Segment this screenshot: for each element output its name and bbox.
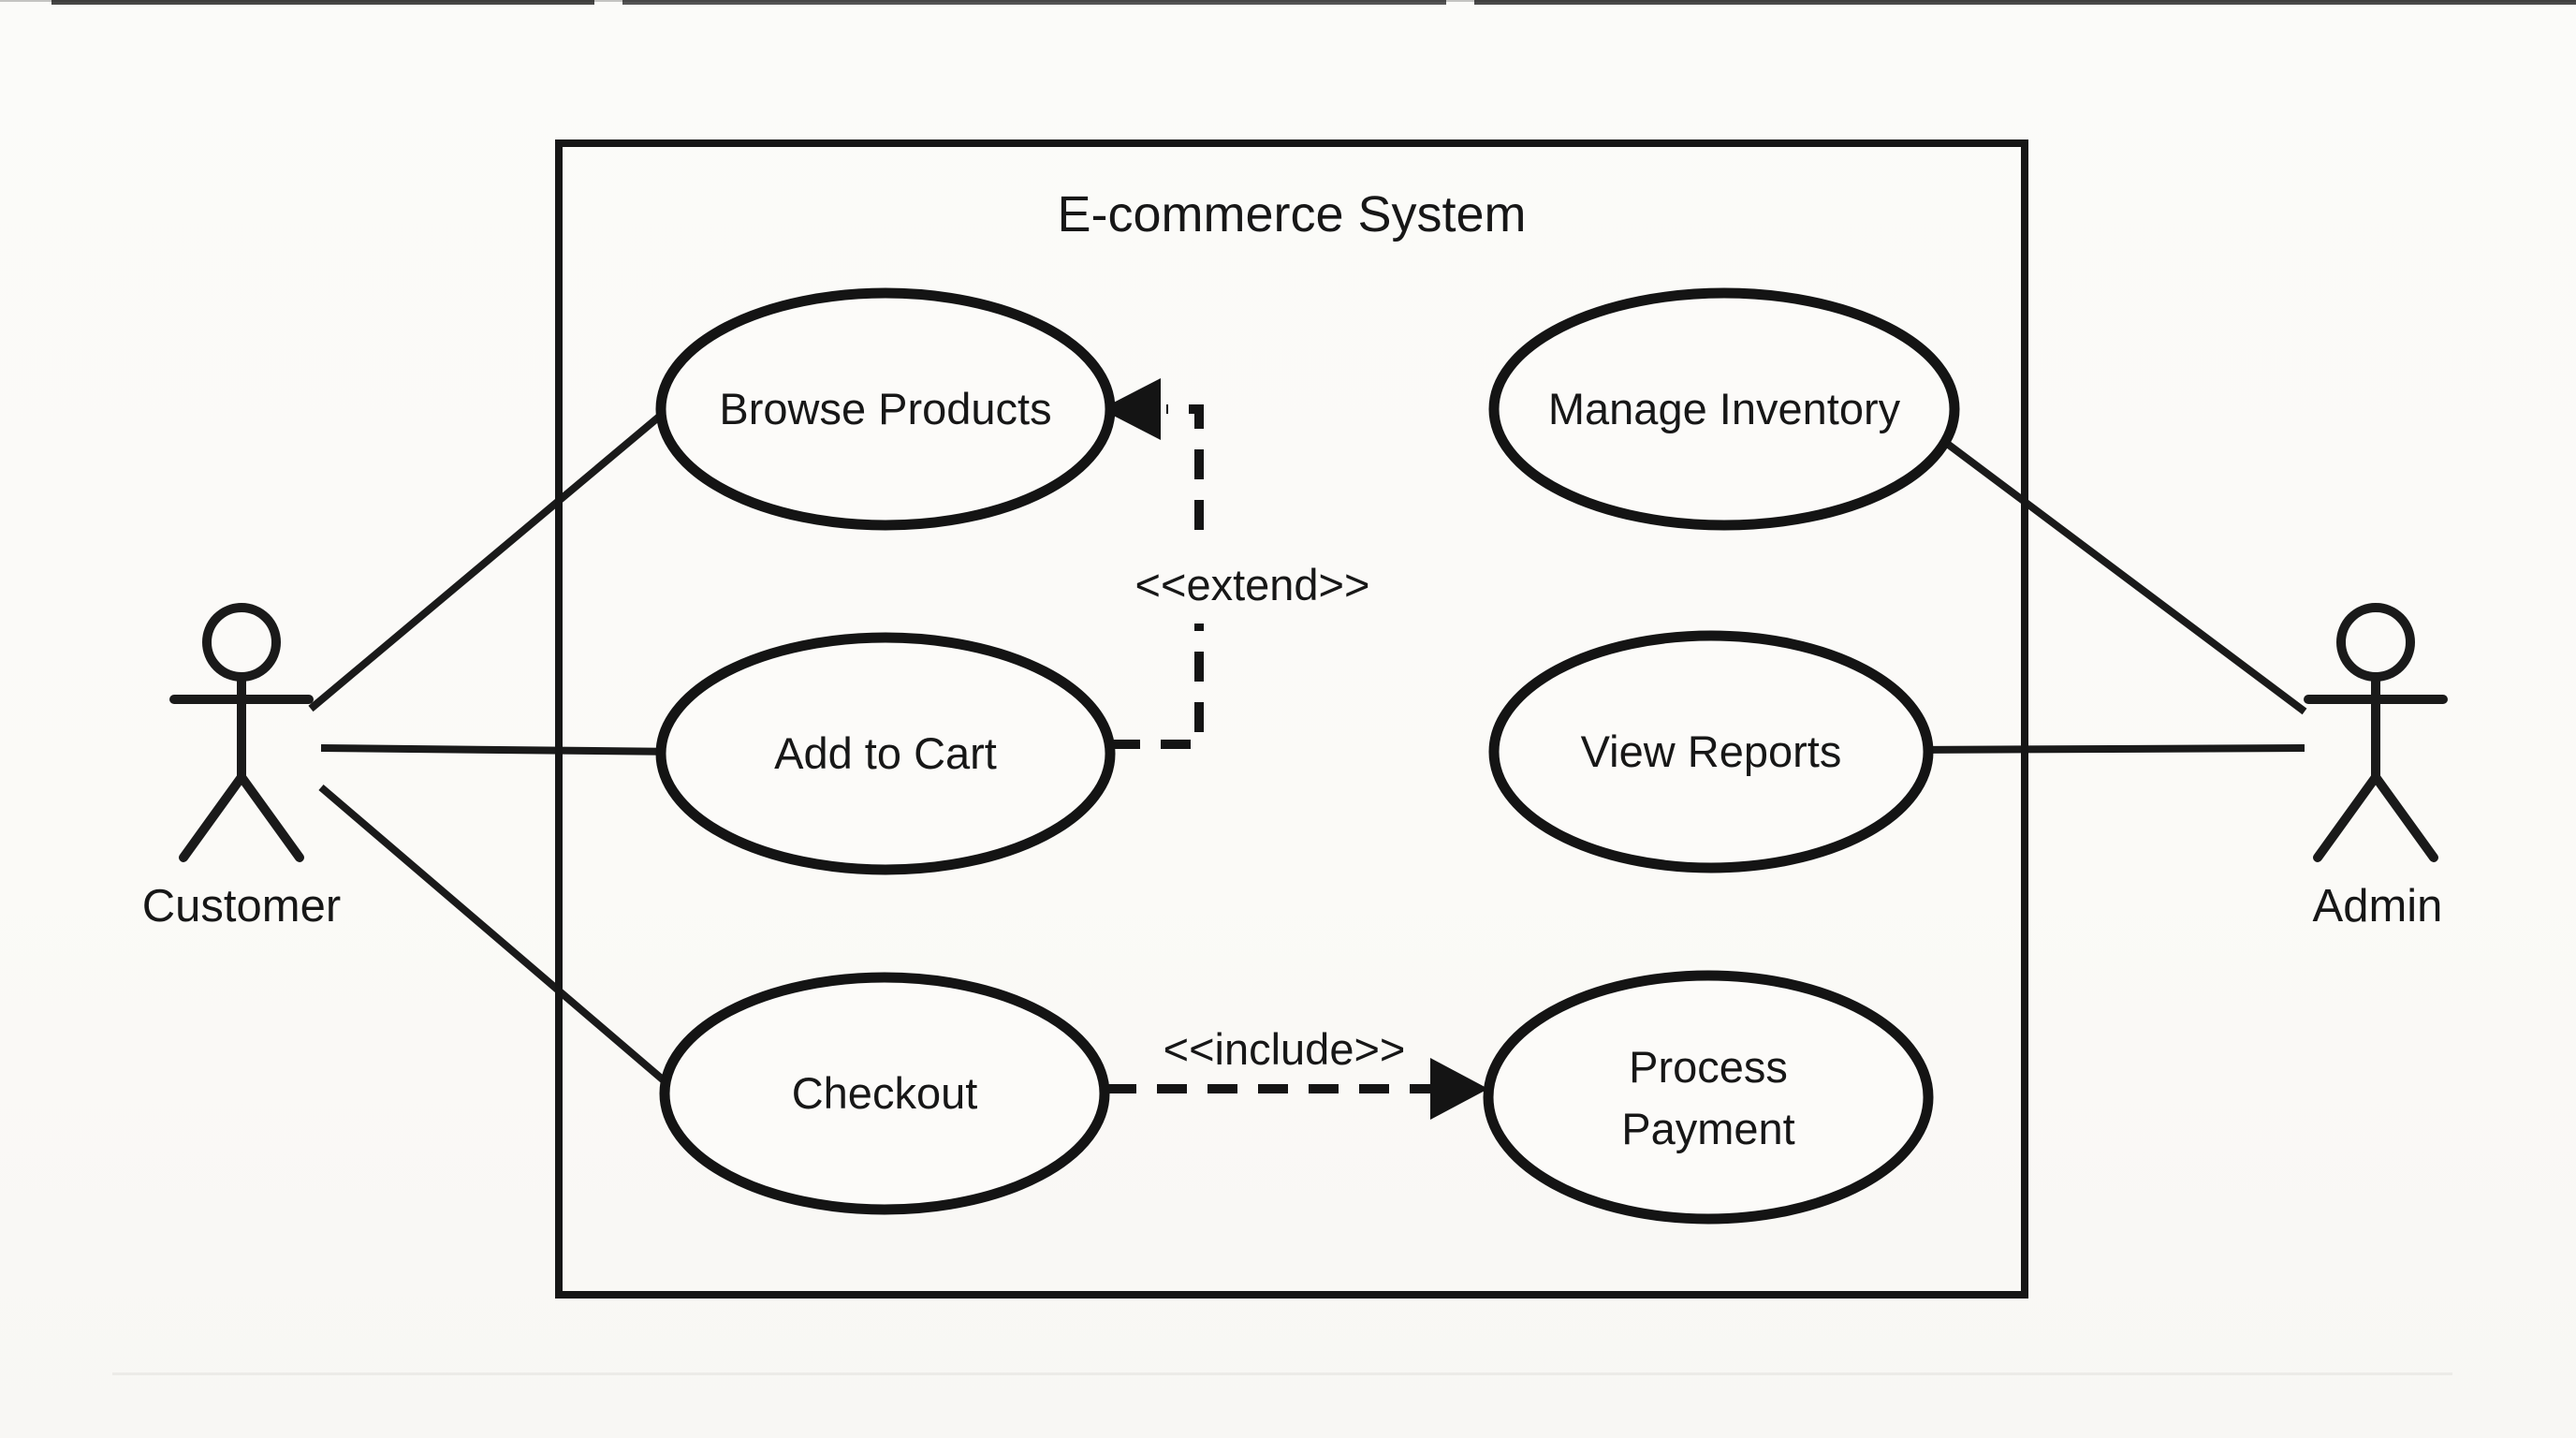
association-admin-manage-inventory: [1921, 422, 2307, 715]
association-customer-add-to-cart: [320, 744, 684, 756]
actor-admin-label: Admin: [2313, 881, 2443, 932]
extend-label-background: [1105, 547, 1402, 624]
usecase-view-reports-label: View Reports: [1581, 726, 1842, 776]
include-label: <<include>>: [1164, 1024, 1406, 1074]
usecase-manage-inventory-label: Manage Inventory: [1548, 384, 1901, 433]
usecase-add-to-cart-label: Add to Cart: [774, 728, 997, 778]
usecase-process-payment: Process Payment: [1483, 970, 1934, 1225]
usecase-checkout: Checkout: [659, 972, 1110, 1215]
scan-artifact-bottom-smudge: [112, 1372, 2452, 1375]
association-customer-browse-products: [308, 385, 695, 712]
usecase-add-to-cart-ellipse: [655, 632, 1116, 875]
actor-customer: Customer: [142, 603, 341, 932]
usecase-process-payment-ellipse: [1483, 970, 1934, 1225]
association-admin-view-reports: [1909, 744, 2305, 754]
actor-customer-head: [202, 603, 281, 682]
include-arrowhead: [1430, 1058, 1488, 1120]
usecase-process-payment-label-line1: Process: [1629, 1042, 1788, 1092]
actor-admin-head: [2336, 603, 2415, 682]
usecase-browse-products-label: Browse Products: [719, 384, 1051, 433]
actor-admin-left-leg: [2313, 772, 2380, 862]
system-title: E-commerce System: [1057, 186, 1526, 242]
usecase-browse-products-ellipse: [655, 287, 1116, 531]
extend-arrowhead: [1101, 378, 1161, 440]
usecase-process-payment-label-line2: Payment: [1621, 1104, 1794, 1153]
actor-customer-left-leg: [179, 772, 246, 862]
actor-customer-label: Customer: [142, 881, 341, 932]
usecase-view-reports: View Reports: [1488, 630, 1934, 873]
usecase-add-to-cart: Add to Cart: [655, 632, 1116, 875]
usecase-checkout-ellipse: [659, 972, 1110, 1215]
actor-admin: Admin: [2304, 603, 2448, 932]
scan-artifact-top-edge: [0, 0, 2576, 5]
association-customer-checkout: [318, 784, 686, 1101]
usecase-manage-inventory-ellipse: [1488, 287, 1960, 531]
actor-customer-right-leg: [237, 772, 304, 862]
usecase-view-reports-ellipse: [1488, 630, 1934, 873]
extend-label: <<extend>>: [1135, 560, 1370, 609]
usecase-checkout-label: Checkout: [792, 1068, 978, 1118]
system-boundary: [555, 139, 2028, 1299]
usecase-manage-inventory: Manage Inventory: [1488, 287, 1960, 531]
usecase-browse-products: Browse Products: [655, 287, 1116, 531]
actor-admin-right-leg: [2371, 772, 2438, 862]
